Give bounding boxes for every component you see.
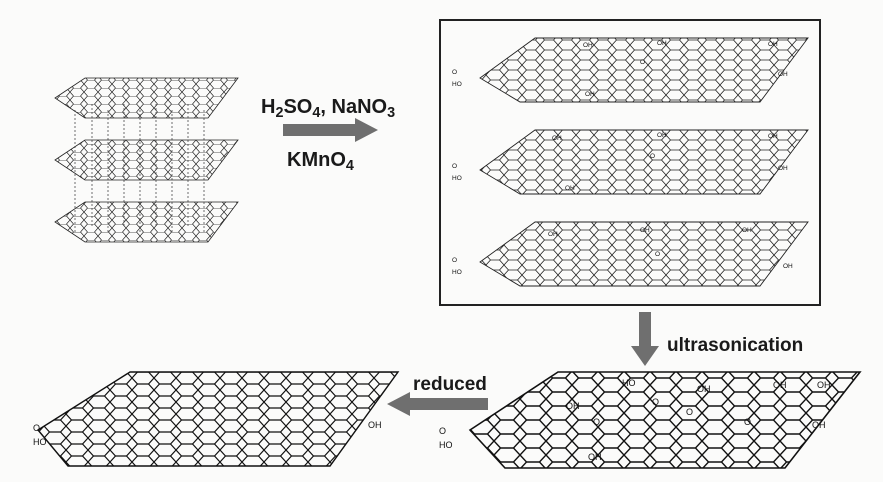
graphite-oxide-frame <box>439 19 821 306</box>
svg-text:O: O <box>452 257 457 264</box>
svg-text:HO: HO <box>439 440 453 450</box>
reduced-label: reduced <box>413 374 487 395</box>
svg-text:OH: OH <box>548 231 558 238</box>
svg-text:OH: OH <box>585 91 595 98</box>
svg-text:HO: HO <box>452 81 462 88</box>
svg-text:O: O <box>686 407 693 417</box>
ultrasonication-arrow-shaft <box>639 312 651 346</box>
svg-text:O: O <box>652 397 659 407</box>
svg-text:OH: OH <box>368 420 382 430</box>
svg-text:OH: OH <box>768 41 778 48</box>
svg-text:OH: OH <box>640 227 650 234</box>
svg-text:OH: OH <box>552 135 562 142</box>
reduction-arrow-head <box>387 392 410 416</box>
oxidation-arrow-head <box>355 118 378 142</box>
svg-text:OH: OH <box>778 165 788 172</box>
go-sheet-1: O HO OH OH OH O OH OH <box>452 37 809 103</box>
ultrasonication-label: ultrasonication <box>667 335 803 356</box>
svg-text:OH: OH <box>768 133 778 140</box>
svg-text:OH: OH <box>778 71 788 78</box>
svg-text:OH: OH <box>817 380 831 390</box>
svg-text:OH: OH <box>697 384 711 394</box>
graphite-layer-top <box>54 77 239 119</box>
ultrasonication-step: ultrasonication <box>631 312 803 366</box>
svg-text:O: O <box>33 423 40 433</box>
graphite-oxide-stack: O HO OH OH OH O OH OH O HO OH OH OH O OH… <box>439 19 821 306</box>
graphite-stack <box>54 77 239 243</box>
svg-text:HO: HO <box>33 437 47 447</box>
svg-text:OH: OH <box>588 452 602 462</box>
svg-text:O: O <box>640 59 645 66</box>
reduction-step: reduced <box>387 374 488 416</box>
svg-text:OH: OH <box>583 42 593 49</box>
graphite-layer-bottom <box>54 201 239 243</box>
reagent-line-1: H2SO4, NaNO3 <box>261 96 395 121</box>
svg-text:OH: OH <box>657 40 667 47</box>
svg-text:H2SO4, NaNO3: H2SO4, NaNO3 <box>261 96 395 121</box>
oxidation-arrow-shaft <box>283 124 355 136</box>
oxidation-step: H2SO4, NaNO3 KMnO4 <box>261 96 395 174</box>
svg-text:OH: OH <box>742 227 752 234</box>
reagent-line-2: KMnO4 <box>287 149 354 174</box>
svg-text:O: O <box>650 153 655 160</box>
svg-text:OH: OH <box>783 263 793 270</box>
go-sheet-3: O HO OH OH OH O OH <box>452 221 809 287</box>
svg-text:KMnO4: KMnO4 <box>287 149 354 174</box>
svg-text:O: O <box>439 426 446 436</box>
svg-text:HO: HO <box>452 269 462 276</box>
svg-text:O: O <box>452 163 457 170</box>
svg-text:O: O <box>744 417 751 427</box>
svg-text:HO: HO <box>452 175 462 182</box>
reduced-graphene-oxide-sheet: O HO OH <box>33 371 400 467</box>
graphite-layer-middle <box>54 139 239 181</box>
go-sheet-2: O HO OH OH OH O OH OH <box>452 129 809 195</box>
interlayer-dashes <box>74 104 205 232</box>
svg-text:O: O <box>655 251 660 258</box>
svg-text:O: O <box>452 69 457 76</box>
graphene-oxide-sheet: O HO HO OH OH OH OH O O O O OH OH <box>439 371 862 469</box>
ultrasonication-arrow-head <box>631 346 659 366</box>
svg-text:OH: OH <box>566 401 580 411</box>
svg-text:HO: HO <box>622 378 636 388</box>
svg-text:OH: OH <box>657 132 667 139</box>
svg-text:O: O <box>593 417 600 427</box>
svg-text:OH: OH <box>773 380 787 390</box>
svg-text:OH: OH <box>812 420 826 430</box>
reduction-arrow-shaft <box>410 398 488 410</box>
svg-text:OH: OH <box>565 185 575 192</box>
